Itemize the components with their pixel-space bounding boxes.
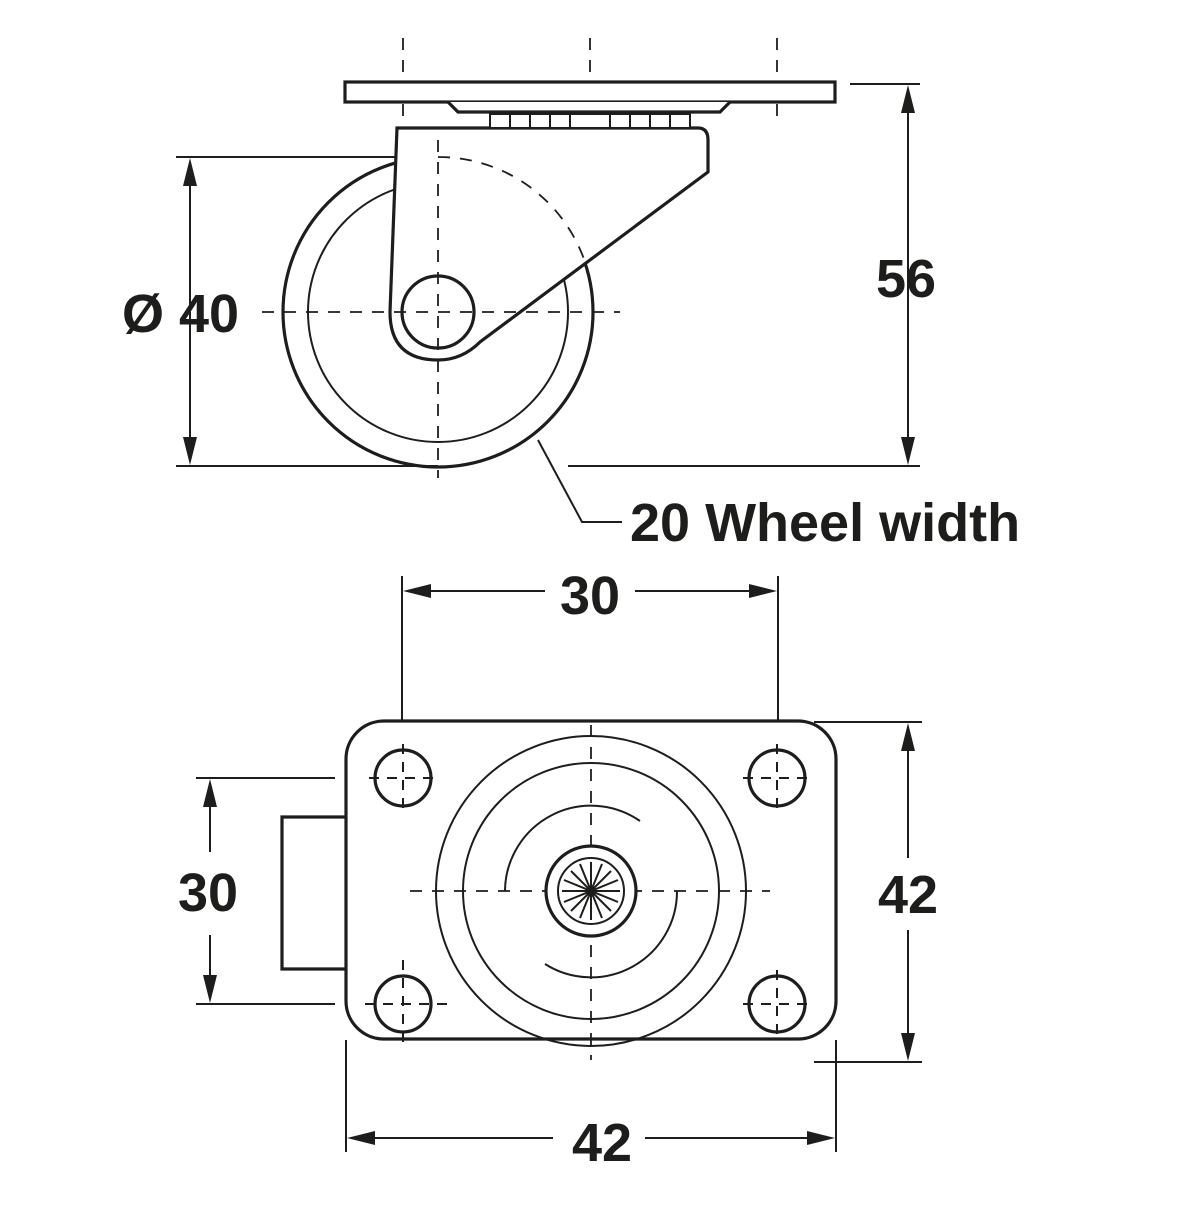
hole-spacing-top-label: 30 (560, 566, 620, 626)
raceway-arc-upper (504, 804, 641, 892)
hole-spacing-top-arrow-left (403, 584, 431, 598)
mounting-hole-bottom-right (747, 974, 807, 1034)
kingpin-rivet-star (562, 862, 620, 920)
swivel-raceway (446, 100, 732, 114)
plate-height-arrow-bottom (901, 1033, 915, 1061)
diameter-arrow-bottom (183, 437, 197, 465)
swivel-ring-outer (435, 735, 747, 1047)
swivel-bearing (489, 113, 691, 129)
fork-tab (280, 815, 347, 971)
height-arrow-bottom (901, 437, 915, 465)
bearing-balls (509, 115, 671, 127)
top-view: 30 (178, 566, 938, 1173)
top-plate (343, 80, 837, 104)
plate-width-label: 42 (572, 1113, 632, 1173)
plate-width-arrow-left (347, 1131, 375, 1145)
raceway-arc-lower (544, 890, 679, 979)
wheel-width-label: 20 Wheel width (630, 493, 1020, 553)
plate-width-arrow-right (807, 1131, 835, 1145)
hole-spacing-left-arrow-top (203, 779, 217, 807)
mounting-hole-top-left (373, 748, 433, 808)
wheel-width-leader (537, 439, 622, 523)
kingpin-inner (557, 857, 625, 925)
hole-spacing-top-arrow-right (749, 584, 777, 598)
diameter-arrow-top (183, 158, 197, 186)
hole-spacing-left-arrow-bottom (203, 975, 217, 1003)
wheel-hidden-arc (437, 156, 586, 263)
hole-spacing-left-label: 30 (178, 863, 238, 923)
plate-height-arrow-top (901, 723, 915, 751)
plate-height-label: 42 (878, 865, 938, 925)
side-view: Ø 40 56 20 Wheel width (122, 38, 1020, 553)
total-height-label: 56 (876, 249, 936, 309)
mounting-holes (365, 744, 811, 1045)
height-arrow-top (901, 85, 915, 113)
wheel-diameter-label: Ø 40 (122, 284, 239, 344)
mounting-hole-top-right (747, 748, 807, 808)
swivel-ring-inner (462, 762, 720, 1020)
